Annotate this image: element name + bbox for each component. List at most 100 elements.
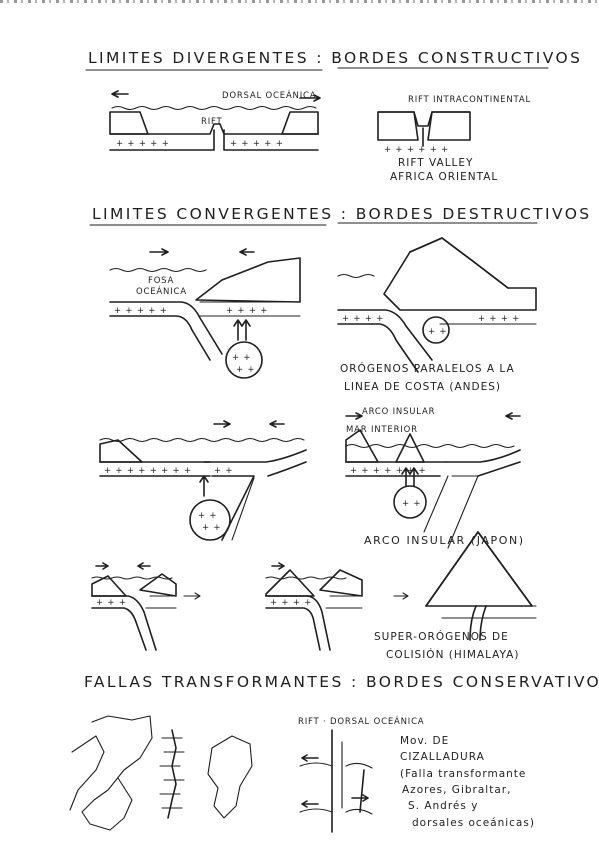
super-orogenos-line1: SUPER-ORÓGENOS DE xyxy=(374,630,509,643)
right-arrow xyxy=(299,94,321,102)
transform-section: FALLAS TRANSFORMANTES : BORDES CONSERVAT… xyxy=(69,673,599,833)
oo-plus-2: + + xyxy=(214,466,233,476)
island-arc-diagram: ARCO INSULAR MAR INTERIOR + + + + + + + … xyxy=(345,407,523,549)
ia-magma xyxy=(393,485,427,519)
andes-slab-top xyxy=(337,309,433,361)
andean-orogen-diagram: + + + + + + + + + + ORÓGENOS PARALELOS A… xyxy=(337,237,537,393)
andes-mountains xyxy=(383,237,537,311)
convergent-section: LIMITES CONVERGENTES : BORDES DESTRUCTIV… xyxy=(89,205,592,661)
subduction-trench-diagram: FOSA OCEÁNICA + + + + + + + + + + + + + xyxy=(109,248,301,379)
trench-sea-surface xyxy=(109,267,207,273)
magma-arrow-2 xyxy=(241,319,251,341)
ia-sea-surface xyxy=(345,443,515,449)
cs1-plus: + + + xyxy=(96,598,127,608)
mid-atlantic-ridge xyxy=(167,729,177,819)
oo-plus: + + + + + + + + xyxy=(104,466,192,476)
oo-slab-right xyxy=(231,477,255,541)
shear-arrow-left-bottom xyxy=(301,800,319,808)
dorsal-label: DORSAL OCEÁNICA xyxy=(222,89,316,101)
oo-arrow-left xyxy=(269,420,285,428)
ia-magma-arrow-2 xyxy=(409,467,419,487)
note-line-4: Azores, Gibraltar, xyxy=(402,784,511,796)
oo-magma-plus-2: + + xyxy=(202,523,221,533)
mar-interior-label: MAR INTERIOR xyxy=(346,425,418,435)
shear-arrow-left-top xyxy=(301,754,319,762)
andes-magma-plus: + + xyxy=(428,327,447,337)
ia-left-plate xyxy=(345,461,447,477)
andes-slab-bottom xyxy=(337,323,419,373)
transform-note: Mov. DE CIZALLADURA (Falla transformante… xyxy=(400,735,535,829)
plate-plus: + + + + xyxy=(226,306,268,316)
rift-block-right xyxy=(427,111,471,141)
cs2-continent-right xyxy=(319,569,363,597)
magma-plus-2: + + xyxy=(236,365,255,375)
fosa-label-2: OCEÁNICA xyxy=(136,285,187,297)
mantle-plus-left: + + + + + xyxy=(116,139,170,149)
ia-magma-plus: + + xyxy=(402,499,421,509)
note-line-6: dorsales oceánicas) xyxy=(412,817,535,829)
rift-surface xyxy=(377,111,471,127)
magma-arrow-1 xyxy=(233,319,243,341)
cs2-continent-left xyxy=(265,569,315,597)
push-arrow-right xyxy=(149,248,169,256)
collision-stage-3: SUPER-ORÓGENOS DE COLISIÓN (HIMALAYA) xyxy=(374,531,537,661)
oo-arrow-right xyxy=(213,420,231,428)
heading-convergent: LIMITES CONVERGENTES : BORDES DESTRUCTIV… xyxy=(92,205,592,223)
note-line-3: (Falla transformante xyxy=(400,768,526,780)
ridge-crust-top xyxy=(109,123,319,135)
cs1-plate xyxy=(145,595,177,609)
south-america-outline xyxy=(81,715,153,831)
oo-magma-arrow xyxy=(199,475,209,497)
collision-stage-2: + + + + xyxy=(265,562,409,651)
cs1-arrow-right xyxy=(95,562,109,570)
oo-right-plate-bottom xyxy=(267,461,307,477)
slab-bottom xyxy=(109,315,211,361)
divergent-section: LIMITES DIVERGENTES : BORDES CONSTRUCTIV… xyxy=(85,49,580,183)
continent-fit-sketch xyxy=(69,715,253,831)
cs2-sea xyxy=(265,576,347,580)
cs2-plus: + + + + xyxy=(270,598,312,608)
rift-label: RIFT xyxy=(201,117,223,127)
oo-continent xyxy=(99,439,143,463)
push-arrow-left xyxy=(239,248,255,256)
cs2-plate xyxy=(325,595,363,609)
andes-plus: + + + + xyxy=(342,314,384,324)
cs1-slab xyxy=(91,595,157,651)
ridge-transform-ticks xyxy=(159,737,185,809)
cs1-continent-right xyxy=(139,573,177,597)
ia-arrow-right xyxy=(345,412,363,420)
cs2-to-cs3-arrow xyxy=(393,592,409,600)
arco-insular-top: ARCO INSULAR xyxy=(362,407,435,417)
andes-magma xyxy=(422,316,450,344)
rift-valley-line1: RIFT VALLEY xyxy=(398,157,473,169)
magma-plus: + + xyxy=(232,353,251,363)
rift-dorsal-label: RIFT · DORSAL OCEÁNICA xyxy=(298,715,424,727)
intracontinental-rift-diagram: RIFT INTRACONTINENTAL + + + + + + RIFT V… xyxy=(377,95,530,183)
oo-sea-surface xyxy=(99,437,305,443)
continental-wedge xyxy=(195,257,301,303)
fault-line xyxy=(359,769,365,813)
slab-plus: + + + + + xyxy=(114,306,168,316)
magma-chamber xyxy=(225,341,263,379)
note-line-5: S. Andrés y xyxy=(408,800,478,812)
andes-crest xyxy=(409,237,509,289)
overriding-plate xyxy=(199,301,301,317)
ridge-crust-bottom xyxy=(109,129,319,151)
orogenos-line1: ORÓGENOS PARALELOS A LA xyxy=(340,362,515,375)
left-arrow xyxy=(111,90,129,98)
oo-magma xyxy=(189,499,231,541)
ia-magma-arrow-1 xyxy=(401,467,411,487)
andes-plate xyxy=(419,309,537,325)
fosa-label-1: FOSA xyxy=(148,276,174,286)
oo-slab-left xyxy=(211,475,255,541)
mantle-plus-right: + + + + + xyxy=(230,139,284,149)
cs3-plate xyxy=(437,605,537,619)
slab-top xyxy=(109,301,223,355)
himalaya-outline xyxy=(425,531,533,607)
collision-stage-1: + + + xyxy=(91,562,201,651)
andes-sea-surface xyxy=(337,273,375,279)
collision-sequence: + + + + + + + xyxy=(91,531,537,661)
note-line-1: Mov. DE xyxy=(400,735,449,747)
